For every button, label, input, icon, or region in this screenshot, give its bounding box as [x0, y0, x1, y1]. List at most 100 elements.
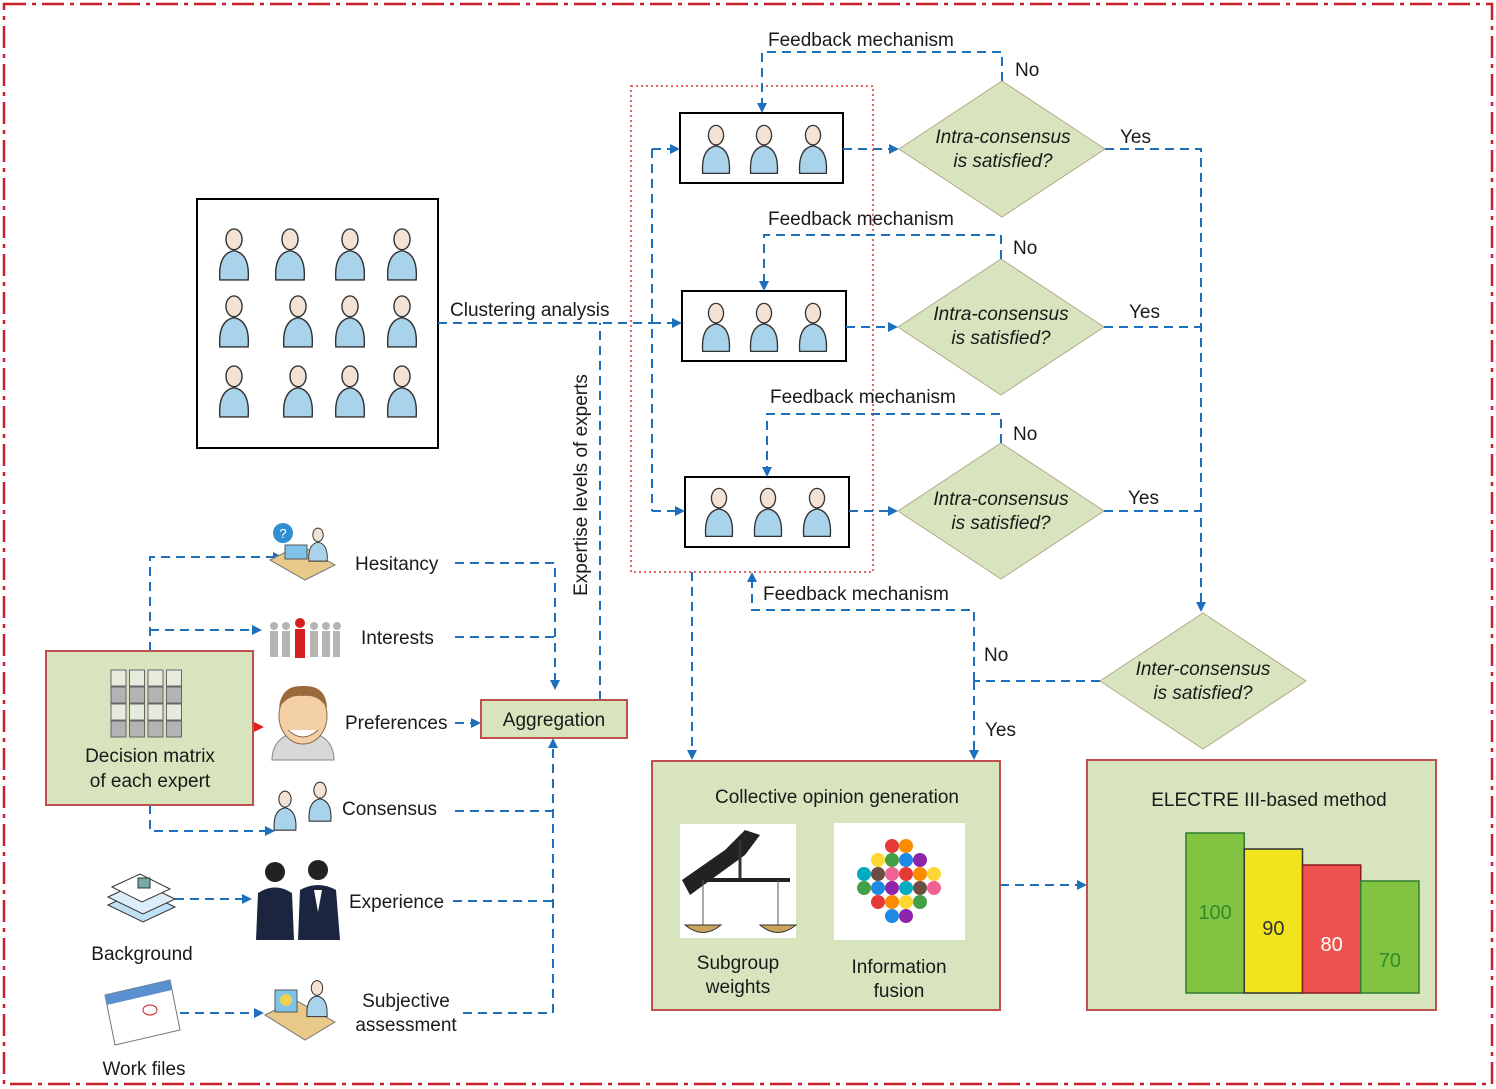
matrix-cell: [129, 703, 145, 721]
fusion-dot: [899, 853, 913, 867]
consensus-label: Consensus: [342, 799, 437, 820]
matrix-cell: [166, 703, 182, 721]
fusion-dot: [871, 853, 885, 867]
matrix-cell: [147, 686, 164, 704]
feedback-label-4: Feedback mechanism: [763, 584, 949, 605]
fusion-dot: [913, 895, 927, 909]
fusion-dot: [871, 867, 885, 881]
bar-label: 80: [1321, 934, 1343, 956]
information-fusion-label: fusion: [874, 981, 925, 1002]
subgroup-weights-label: weights: [705, 977, 770, 998]
intra-consensus-text: is satisfied?: [953, 151, 1053, 172]
subjective-assessment-icon: [263, 980, 337, 1041]
information-fusion-label: Information: [851, 957, 946, 978]
matrix-cell: [166, 720, 182, 738]
inter-consensus-text: Inter-consensus: [1136, 659, 1271, 680]
intra-consensus-text: Intra-consensus: [933, 489, 1069, 510]
yes-label: Yes: [1120, 127, 1151, 148]
subjective-assessment-label: assessment: [355, 1015, 457, 1036]
yes-label: Yes: [1128, 488, 1159, 509]
fusion-dot: [927, 867, 941, 881]
feedback-label-2: Feedback mechanism: [768, 209, 954, 230]
fusion-dot: [913, 867, 927, 881]
experience-label: Experience: [349, 892, 444, 913]
experience-icon: [256, 860, 340, 940]
work-files-label: Work files: [102, 1059, 185, 1080]
hesitancy-icon: ?: [268, 523, 337, 581]
fusion-dot: [899, 895, 913, 909]
matrix-cell: [110, 720, 127, 738]
fusion-dot: [857, 867, 871, 881]
expertise-label: Expertise levels of experts: [571, 374, 592, 596]
intra-consensus-check-1: [898, 80, 1106, 218]
matrix-icon: [110, 669, 182, 738]
bar-100: [1185, 832, 1245, 994]
electre-ranking-bars: 100 90 80 70: [1185, 832, 1420, 994]
svg-text:?: ?: [279, 526, 286, 541]
fusion-dot: [899, 867, 913, 881]
matrix-cell: [129, 720, 145, 738]
no-label: No: [1015, 60, 1039, 81]
matrix-cell: [147, 669, 164, 687]
preferences-icon: [271, 685, 335, 761]
inter-consensus-text: is satisfied?: [1153, 683, 1253, 704]
background-label: Background: [91, 944, 192, 965]
fusion-dot: [885, 881, 899, 895]
bar-label: 70: [1379, 950, 1401, 972]
fusion-dot: [899, 839, 913, 853]
fusion-dot: [913, 853, 927, 867]
fusion-dot: [885, 867, 899, 881]
matrix-cell: [110, 686, 127, 704]
preferences-label: Preferences: [345, 713, 447, 734]
fusion-dot: [927, 881, 941, 895]
fusion-dot: [899, 909, 913, 923]
scales-icon: [680, 824, 798, 938]
consensus-icon: [273, 781, 332, 831]
intra-consensus-text: is satisfied?: [951, 328, 1051, 349]
feedback-label-1: Feedback mechanism: [768, 30, 954, 51]
intra-consensus-text: Intra-consensus: [935, 127, 1071, 148]
intra-consensus-check-2: [897, 258, 1105, 396]
fusion-dot: [885, 839, 899, 853]
background-icon: [106, 873, 177, 923]
hesitancy-label: Hesitancy: [355, 554, 439, 575]
clustering-label: Clustering analysis: [450, 300, 609, 321]
yes-label: Yes: [1129, 302, 1160, 323]
bar-label: 100: [1198, 902, 1231, 924]
intra-consensus-check-3: [897, 442, 1105, 580]
bar-70: [1360, 880, 1420, 994]
fusion-dot: [871, 881, 885, 895]
fusion-dot: [885, 895, 899, 909]
flow-arrows: [149, 51, 1206, 1018]
no-label: No: [984, 645, 1008, 666]
matrix-cell: [147, 720, 164, 738]
work-files-icon: [104, 979, 181, 1046]
intra-consensus-text: is satisfied?: [951, 513, 1051, 534]
inter-consensus-check: [1099, 612, 1307, 750]
no-label: No: [1013, 424, 1037, 445]
matrix-cell: [147, 703, 164, 721]
bar-80: [1301, 864, 1362, 994]
aggregation-box: [480, 699, 628, 739]
subgroup-weights-label: Subgroup: [697, 953, 779, 974]
no-label: No: [1013, 238, 1037, 259]
feedback-label-3: Feedback mechanism: [770, 387, 956, 408]
matrix-cell: [166, 669, 182, 687]
matrix-cell: [129, 669, 145, 687]
decision-matrix-label: of each expert: [90, 771, 211, 792]
matrix-cell: [129, 686, 145, 704]
matrix-cell: [110, 703, 127, 721]
information-fusion-icon: [834, 823, 965, 940]
bar-label: 90: [1262, 918, 1284, 940]
aggregation-label: Aggregation: [503, 710, 605, 731]
fusion-dot: [871, 895, 885, 909]
subgroups-dotted-frame: [630, 85, 874, 573]
interests-label: Interests: [361, 628, 434, 649]
matrix-cell: [110, 669, 127, 687]
intra-consensus-text: Intra-consensus: [933, 304, 1069, 325]
fusion-dot: [913, 881, 927, 895]
fusion-dot: [857, 881, 871, 895]
fusion-dot: [885, 853, 899, 867]
